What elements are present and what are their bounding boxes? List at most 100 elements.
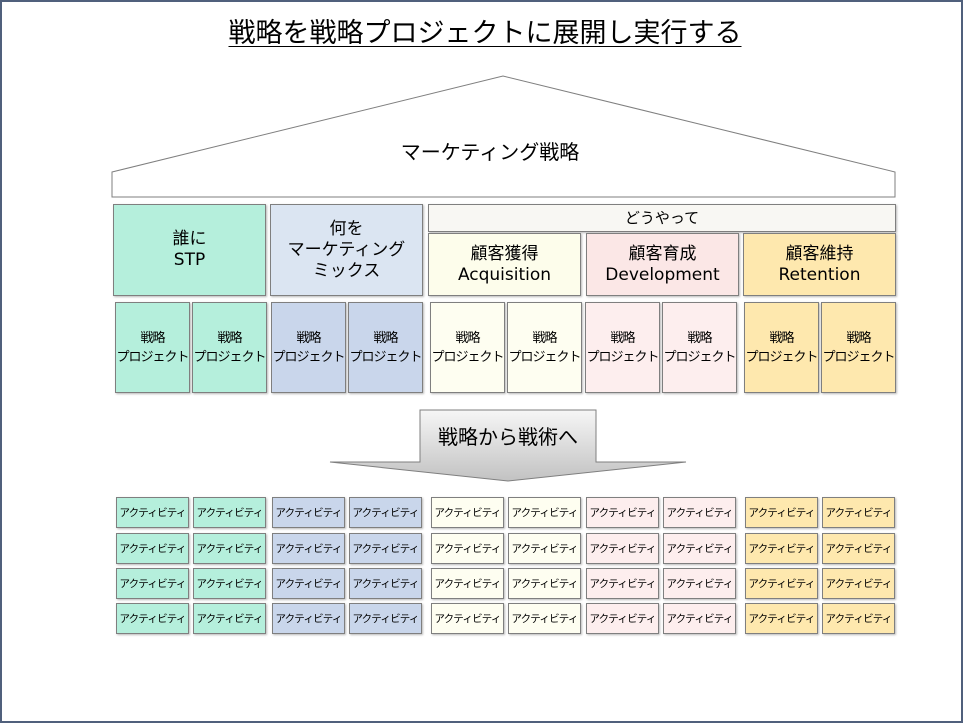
strategy-project-label: 戦略 [217,330,242,346]
strategy-project-label: 戦略 [455,330,480,346]
stage-acquisition: 顧客獲得 Acquisition [428,233,581,296]
activity-label: アクティビティ [589,577,656,590]
activity-box: アクティビティ [822,603,895,634]
activity-box: アクティビティ [663,497,736,528]
activity-label: アクティビティ [196,506,263,519]
pillar-how-label: どうやって [624,209,700,227]
activity-label: アクティビティ [511,577,578,590]
pillar-who: 誰に STP [113,204,266,296]
stage-jp-label: 顧客獲得 [470,243,539,264]
activity-box: アクティビティ [349,603,422,634]
activity-box: アクティビティ [193,497,266,528]
down-arrow-shape [329,409,687,482]
activity-box: アクティビティ [508,497,581,528]
stage-en-label: Retention [778,264,861,285]
activity-box: アクティビティ [663,568,736,599]
strategy-project-box: 戦略 プロジェクト [821,302,896,393]
strategy-project-box: 戦略 プロジェクト [507,302,582,393]
pillar-who-line: STP [173,250,206,270]
strategy-project-label: プロジェクト [745,349,818,365]
activity-label: アクティビティ [511,612,578,625]
activity-box: アクティビティ [116,497,189,528]
strategy-project-label: 戦略 [373,330,398,346]
activity-box: アクティビティ [272,603,345,634]
activity-label: アクティビティ [589,612,656,625]
activity-box: アクティビティ [745,568,818,599]
strategy-project-label: プロジェクト [349,349,422,365]
activity-label: アクティビティ [748,542,815,555]
activity-label: アクティビティ [434,506,501,519]
activity-label: アクティビティ [119,577,186,590]
strategy-project-label: プロジェクト [508,349,581,365]
activity-label: アクティビティ [434,612,501,625]
activity-label: アクティビティ [434,542,501,555]
strategy-project-box: 戦略 プロジェクト [744,302,819,393]
activity-label: アクティビティ [352,577,419,590]
strategy-project-label: プロジェクト [193,349,266,365]
strategy-project-label: 戦略 [140,330,165,346]
activity-box: アクティビティ [272,568,345,599]
activity-label: アクティビティ [666,542,733,555]
activity-box: アクティビティ [431,568,504,599]
activity-box: アクティビティ [193,568,266,599]
activity-label: アクティビティ [275,577,342,590]
activity-label: アクティビティ [275,542,342,555]
activity-box: アクティビティ [586,497,659,528]
activity-label: アクティビティ [352,612,419,625]
activity-box: アクティビティ [508,603,581,634]
activity-box: アクティビティ [663,603,736,634]
strategy-project-label: プロジェクト [822,349,895,365]
activity-box: アクティビティ [508,568,581,599]
strategy-project-box: 戦略 プロジェクト [115,302,190,393]
pillar-what-line: マーケティング [287,239,406,260]
activity-label: アクティビティ [748,612,815,625]
stage-en-label: Development [605,264,720,285]
activity-label: アクティビティ [589,506,656,519]
strategy-project-label: 戦略 [769,330,794,346]
stage-en-label: Acquisition [457,264,552,285]
activity-label: アクティビティ [434,577,501,590]
strategy-project-label: 戦略 [610,330,635,346]
strategy-project-label: 戦略 [846,330,871,346]
activity-box: アクティビティ [193,603,266,634]
pillar-what-line: ミックス [312,260,381,281]
roof-label: マーケティング戦略 [400,140,580,164]
pillar-what-line: 何を [329,218,364,239]
activity-box: アクティビティ [116,603,189,634]
activity-label: アクティビティ [666,612,733,625]
activity-label: アクティビティ [196,612,263,625]
arrow-label: 戦略から戦術へ [438,425,578,449]
activity-box: アクティビティ [431,533,504,564]
activity-label: アクティビティ [119,506,186,519]
activity-label: アクティビティ [825,612,892,625]
activity-label: アクティビティ [748,577,815,590]
activity-label: アクティビティ [666,577,733,590]
activity-box: アクティビティ [663,533,736,564]
activity-box: アクティビティ [586,603,659,634]
stage-retention: 顧客維持 Retention [743,233,896,296]
activity-label: アクティビティ [825,506,892,519]
activity-box: アクティビティ [586,568,659,599]
activity-label: アクティビティ [352,542,419,555]
strategy-project-box: 戦略 プロジェクト [348,302,423,393]
stage-jp-label: 顧客維持 [785,243,854,264]
activity-box: アクティビティ [116,533,189,564]
activity-box: アクティビティ [272,497,345,528]
activity-box: アクティビティ [745,533,818,564]
activity-label: アクティビティ [589,542,656,555]
activity-label: アクティビティ [275,612,342,625]
activity-label: アクティビティ [275,506,342,519]
stage-development: 顧客育成 Development [586,233,739,296]
activity-label: アクティビティ [511,506,578,519]
activity-label: アクティビティ [825,542,892,555]
activity-box: アクティビティ [822,497,895,528]
activity-box: アクティビティ [349,497,422,528]
activity-label: アクティビティ [196,542,263,555]
activity-box: アクティビティ [586,533,659,564]
activity-label: アクティビティ [119,612,186,625]
strategy-project-label: プロジェクト [116,349,189,365]
strategy-project-label: 戦略 [532,330,557,346]
